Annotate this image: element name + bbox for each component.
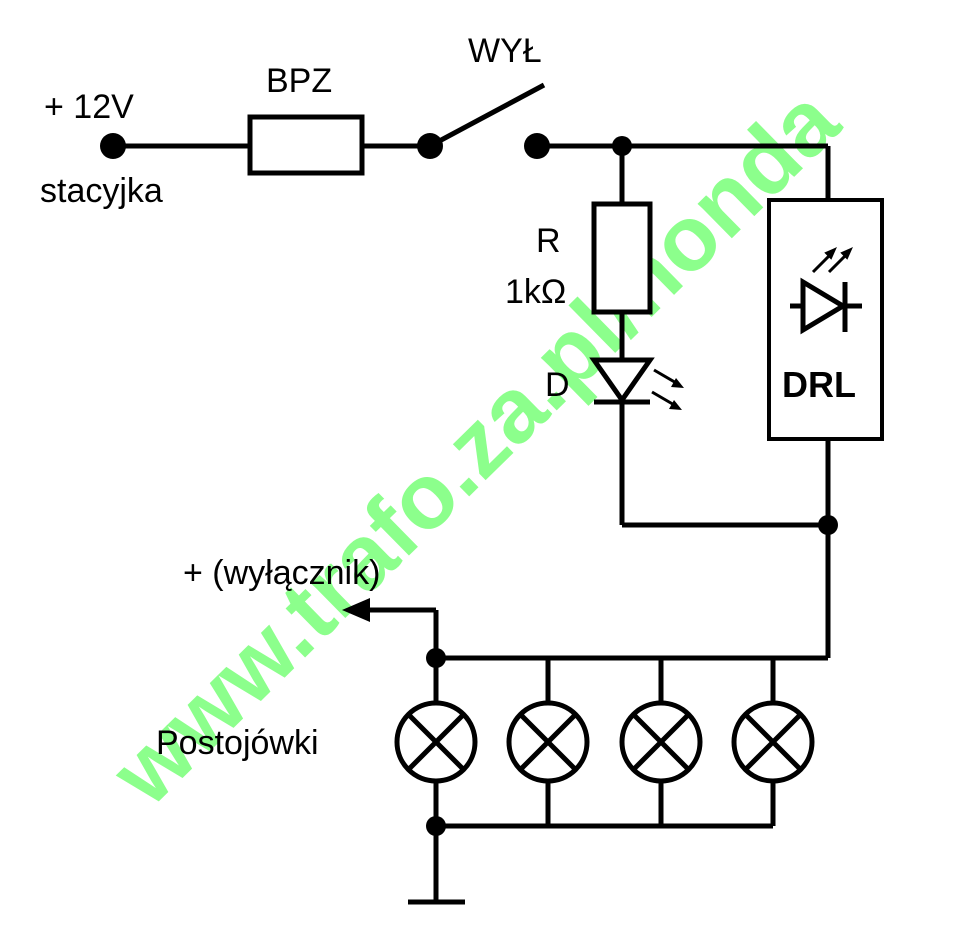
- switch-lever: [428, 82, 546, 149]
- junction-drl: [818, 515, 838, 535]
- lamp-3: [619, 658, 703, 826]
- led-diode-symbol: [589, 357, 684, 410]
- supply-label: + 12V: [44, 88, 134, 126]
- resistor-name-label: R: [536, 222, 561, 260]
- lamp-2: [506, 658, 590, 826]
- lamp-4: [731, 658, 815, 826]
- switch-input-arrow-icon: [342, 598, 370, 622]
- drl-label: DRL: [782, 364, 856, 405]
- resistor-value-label: 1kΩ: [505, 273, 566, 311]
- drl-led-symbol: [790, 247, 862, 335]
- watermark-text: www.trafo.za.pl/honda: [92, 69, 859, 825]
- supply-sub-label: stacyjka: [40, 172, 163, 210]
- switch-input-label: + (wyłącznik): [183, 554, 380, 592]
- drl-module: [767, 198, 884, 441]
- diode-label: D: [545, 366, 570, 404]
- fuse-label: BPZ: [266, 62, 332, 100]
- lamps-label: Postojówki: [156, 724, 319, 762]
- lamp-1: [394, 658, 478, 826]
- resistor-symbol: [591, 201, 653, 315]
- switch-label: WYŁ: [468, 32, 542, 70]
- fuse-symbol: [247, 114, 365, 176]
